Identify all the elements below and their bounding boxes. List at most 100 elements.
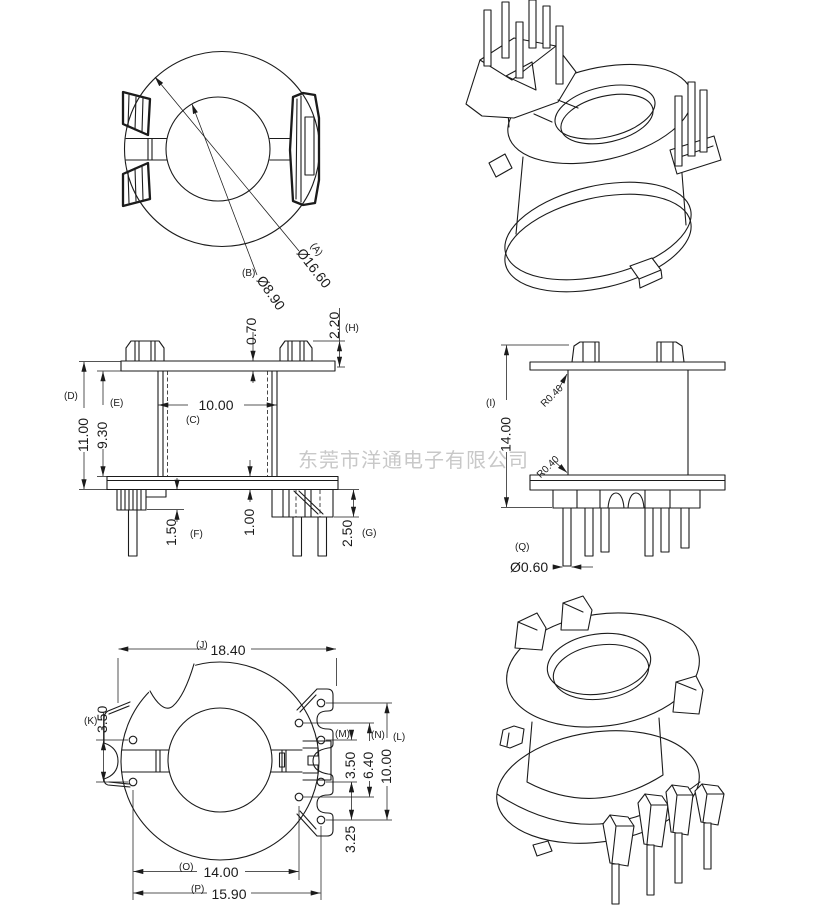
top-right-tab (656, 341, 685, 363)
dim-o-value: 14.00 (203, 864, 238, 880)
ext-lines (132, 790, 300, 900)
wire-slot-arcs (607, 492, 645, 509)
pin (660, 507, 670, 553)
dim-o: (O) 14.00 (132, 790, 300, 900)
outer-flange-circle (120, 661, 320, 861)
dim-n-value: 6.40 (360, 752, 376, 779)
top-right-tab (279, 340, 313, 362)
dim-n-label: (N) (371, 730, 385, 741)
center-hole-circle (165, 96, 271, 202)
bottom-flange-thickness (504, 193, 692, 293)
top-left-tab (125, 340, 165, 362)
isometric-view-bottom (496, 595, 725, 905)
dim-p-label: (P) (191, 884, 204, 895)
pin (501, 1, 510, 59)
pin-hole (294, 792, 304, 802)
bottom-flange-ellipse (504, 181, 692, 281)
pin-header-detail (479, 45, 579, 123)
dim-i: 14.00 (I) (486, 344, 569, 508)
dim-value: 0.70 (243, 318, 259, 345)
hidden-bore-lines (167, 371, 268, 477)
pin (515, 21, 524, 79)
dim-j: (J) 18.40 (117, 640, 337, 703)
company-watermark: 东莞市洋通电子有限公司 (298, 449, 529, 472)
dim-c-label: (C) (186, 415, 200, 426)
ext-lines (326, 739, 357, 783)
pin-header-detail (671, 784, 694, 833)
pin (483, 9, 492, 67)
dim-m-label: (M) (335, 729, 350, 740)
radius-top-value: R0.40 (539, 383, 566, 410)
pin-header (665, 784, 694, 836)
dim-d-value: 11.00 (75, 418, 91, 452)
top-right-tab-detail (287, 340, 305, 362)
center-hole-depth (552, 643, 650, 701)
pin (528, 0, 537, 49)
dim-q-pin-diameter: (Q) Ø0.60 (510, 542, 593, 575)
top-right-tab-detail (660, 341, 674, 363)
dim-value: 1.00 (241, 509, 257, 536)
right-clip-slot (304, 116, 315, 176)
left-wire-slot (121, 749, 170, 773)
pin-hole (316, 735, 326, 745)
dim-n: 6.40 (N) (303, 722, 385, 798)
pin-header (602, 814, 635, 867)
dim-f-value: 1.50 (163, 519, 179, 546)
top-view: (A) Ø16.60 (B) Ø8.90 (121, 50, 335, 314)
right-pin-base-hidden (295, 490, 321, 517)
right-wire-slot (269, 137, 291, 161)
pin-hole (128, 735, 138, 745)
radius-callout-bottom: R0.40 (535, 454, 568, 481)
right-pin-base-detail (282, 489, 324, 518)
center-comb (302, 740, 332, 781)
flange-clip (514, 612, 547, 651)
dim-l: 10.00 (L) (326, 702, 405, 821)
right-pin-ear (296, 688, 334, 837)
dim-pin-offset-value: 3.25 (342, 826, 358, 853)
pin (292, 516, 303, 557)
flange-notch (149, 663, 195, 709)
dim-c: 10.00 (C) (158, 397, 277, 426)
left-top-clip (121, 90, 152, 137)
dim-h: 2.20 (H) (313, 308, 359, 368)
dim-q-label: (Q) (515, 542, 529, 553)
dim-m-value: 3.50 (342, 752, 358, 779)
dim-b-value: Ø8.90 (254, 273, 289, 314)
top-flange (529, 361, 726, 371)
ext-lines (334, 489, 359, 518)
pin (644, 507, 654, 557)
center-hole-circle (167, 707, 273, 813)
pin (555, 25, 564, 85)
ext-lines (97, 370, 157, 477)
pin (562, 507, 572, 567)
center-hole-ellipse (554, 84, 656, 140)
pin-header-detail (644, 793, 669, 845)
dim-a-outer-diameter: (A) Ø16.60 (154, 76, 335, 291)
ext-lines (313, 308, 345, 368)
leader-line (557, 373, 568, 391)
dim-j-label: (J) (196, 640, 208, 651)
dim-f-label: (F) (190, 529, 203, 540)
dim-l-label: (L) (393, 732, 405, 743)
dim-m: 3.50 (M) (326, 729, 358, 793)
dim-top-flange-thickness: 0.70 (243, 318, 259, 383)
ext-lines (303, 722, 374, 798)
dim-l-value: 10.00 (378, 749, 394, 784)
pin-hole (316, 777, 326, 787)
pin (317, 516, 328, 557)
dim-k: 3.50 (K) (84, 706, 128, 783)
right-wire-slot (270, 749, 303, 773)
top-flange-ellipse (506, 612, 700, 728)
pin (584, 507, 594, 557)
side-clip (488, 153, 513, 178)
left-pin-base-detail (120, 489, 142, 511)
right-clip-hatch (295, 95, 302, 203)
right-pin-base (271, 488, 334, 518)
pin-hole (294, 718, 304, 728)
center-hole-depth (560, 93, 654, 145)
leader-line (191, 103, 258, 276)
bottom-flange (106, 475, 339, 491)
radius-callout-top: R0.40 (539, 373, 568, 410)
flange-clip (672, 675, 704, 715)
